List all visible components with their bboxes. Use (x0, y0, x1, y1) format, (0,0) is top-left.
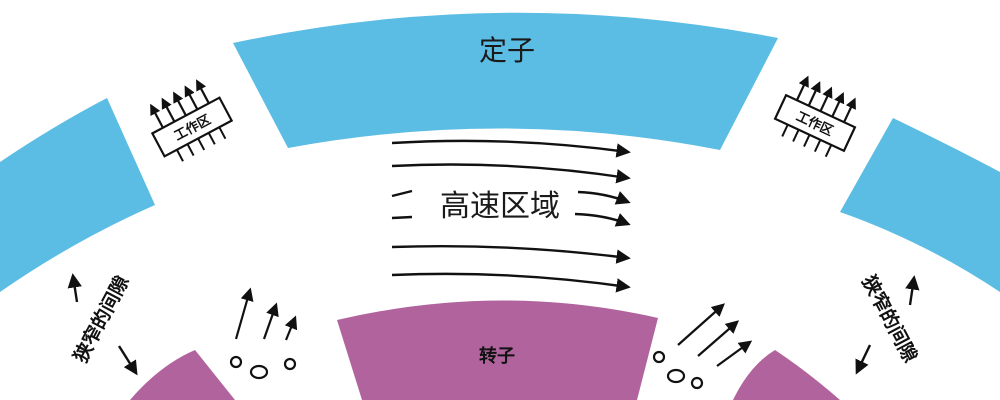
bubble-icon (229, 355, 243, 369)
rising-arrow-icon (284, 315, 298, 341)
rotor-center (337, 300, 658, 400)
chip-arrows-icon (795, 75, 856, 123)
chip-pins-icon (781, 124, 833, 158)
rotor-right (733, 350, 840, 400)
work-zone-left: 工作区 (150, 79, 234, 162)
bubble-icon (690, 376, 704, 390)
gap-up-arrow-icon (905, 275, 920, 306)
flow-arrow (391, 244, 631, 264)
bubble-icon (249, 364, 269, 380)
rising-arrow-icon (697, 320, 739, 357)
rotor-left (130, 350, 235, 400)
stator-top (233, 12, 778, 150)
work-zone-right: 工作区 (773, 75, 857, 158)
stator-label: 定子 (479, 34, 535, 67)
narrow-gap-right: 狭窄的间隙 (855, 271, 922, 375)
high-speed-zone-label: 高速区域 (440, 189, 560, 224)
flow-arrow (391, 139, 631, 158)
bubbles-right (652, 303, 753, 390)
flow-arrow-stub (391, 215, 413, 220)
rising-arrow-icon (262, 302, 279, 340)
flow-arrow (391, 163, 631, 184)
rising-arrow-icon (716, 340, 753, 367)
chip-icon (773, 93, 857, 153)
chip-arrows-icon (150, 79, 210, 129)
bubble-icon (652, 350, 666, 364)
flow-arrows (391, 139, 631, 293)
rising-arrow-icon (677, 303, 725, 346)
flow-arrow-stub (391, 189, 413, 198)
chip-icon (150, 96, 234, 158)
rotor-label: 转子 (479, 345, 515, 367)
rising-arrow-icon (234, 287, 254, 340)
stator-right (840, 118, 1000, 292)
gap-down-arrow-icon (855, 344, 872, 375)
gap-down-arrow-icon (117, 345, 138, 376)
bubbles-left (229, 287, 298, 380)
bubble-icon (283, 357, 297, 371)
flow-arrow (391, 272, 631, 293)
chip-pins-icon (176, 126, 227, 162)
gap-up-arrow-icon (67, 273, 82, 303)
flow-arrow (574, 212, 631, 227)
narrow-gap-left: 狭窄的间隙 (67, 272, 138, 376)
bubble-icon (666, 368, 686, 384)
stator-left (0, 98, 155, 292)
flow-arrow (577, 190, 631, 205)
